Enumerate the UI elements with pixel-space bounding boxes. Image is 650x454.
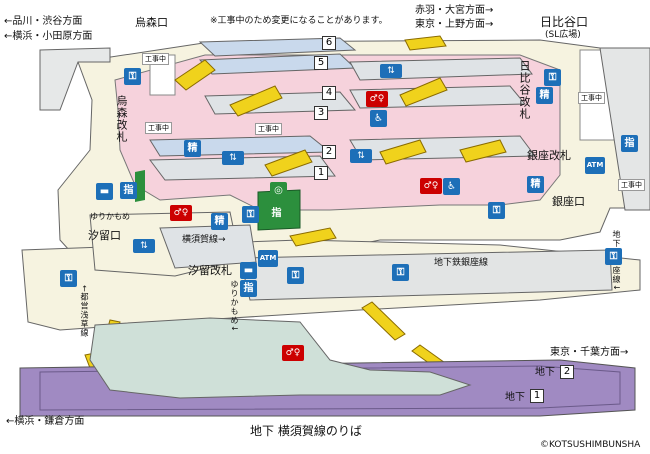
green-marker	[135, 170, 145, 202]
platform-6	[198, 37, 357, 57]
line-yurikamome-lower: ゆりかもめ↓	[230, 280, 239, 333]
escalator-i	[361, 301, 406, 341]
toilet-icon: ♂♀	[366, 91, 388, 107]
key-locker-icon: ⚿	[392, 264, 409, 281]
escalator-h	[289, 227, 337, 247]
phone-card-icon: ▬	[240, 262, 257, 279]
toilet-icon: ♂♀	[282, 345, 304, 361]
escalator-c	[404, 35, 447, 51]
atm-icon: ATM	[258, 250, 278, 267]
phone-card-icon: ▬	[96, 183, 113, 200]
center-block	[349, 85, 527, 109]
construction-label: 工事中	[255, 123, 282, 135]
green-window-icon: ◎	[270, 182, 287, 199]
exit-hibiya: 日比谷口	[540, 15, 589, 29]
line-yokosuka-gate: 横須賀線→	[182, 235, 226, 245]
direction-yokohama-odawara: ←横浜・小田原方面	[4, 31, 93, 42]
escalator-a	[174, 59, 216, 91]
key-locker-icon: ⚿	[605, 248, 622, 265]
exit-shiodome: 汐留口	[88, 229, 121, 242]
right-block	[349, 135, 536, 161]
underground-concourse	[89, 317, 472, 399]
construction-label: 工事中	[145, 122, 172, 134]
gate-hibiya: 日比谷改札	[518, 60, 531, 120]
shitei-icon: 指	[621, 135, 638, 152]
underground-platform-2: 2	[560, 365, 574, 379]
key-locker-icon: ⚿	[544, 69, 561, 86]
direction-yokohama-kamakura: ←横浜・鎌倉方面	[6, 416, 85, 427]
line-ginza: 地下鉄銀座線	[434, 258, 489, 268]
right-wall	[599, 47, 650, 211]
exit-hibiya-sub: (SL広場)	[545, 30, 581, 40]
direction-tokyo-chiba: 東京・千葉方面→	[550, 347, 629, 358]
elevator-icon: ⇅	[350, 149, 372, 163]
construction-label: 工事中	[142, 53, 169, 65]
underground-platform-title: 地下 横須賀線のりば	[250, 424, 362, 438]
platform-number-2: 2	[322, 145, 336, 159]
shitei-icon: 指	[268, 205, 285, 222]
exit-karasumori: 烏森口	[135, 16, 168, 29]
underground-label-2: 地下	[535, 367, 555, 378]
seisan-icon: 精	[184, 140, 201, 157]
line-yurikamome: ゆりかもめ	[90, 212, 130, 221]
gate-ginza: 銀座改札	[527, 149, 571, 162]
platform-number-1: 1	[314, 166, 328, 180]
gate-shiodome: 汐留改札	[188, 264, 232, 277]
line-asakusa: ←都営浅草線	[80, 285, 89, 338]
seisan-icon: 精	[536, 87, 553, 104]
seisan-icon: 精	[211, 213, 228, 230]
wheelchair-icon: ♿	[370, 110, 387, 127]
elevator-icon: ⇅	[222, 151, 244, 165]
escalator-f	[379, 139, 427, 165]
direction-akabane: 赤羽・大宮方面→	[415, 5, 494, 16]
escalator-e	[264, 149, 313, 177]
shitei-icon: 指	[240, 280, 257, 297]
elevator-icon: ⇅	[380, 64, 402, 78]
construction-label: 工事中	[618, 179, 645, 191]
toilet-icon: ♂♀	[170, 205, 192, 221]
escalator-d	[399, 77, 448, 107]
wheelchair-icon: ♿	[443, 178, 460, 195]
key-locker-icon: ⚿	[124, 68, 141, 85]
left-wall	[39, 47, 111, 111]
direction-tokyo-ueno: 東京・上野方面→	[415, 19, 494, 30]
platform-number-6: 6	[322, 36, 336, 50]
gate-ginza-label: 銀座改札	[527, 150, 571, 161]
key-locker-icon: ⚿	[287, 267, 304, 284]
key-locker-icon: ⚿	[488, 202, 505, 219]
atm-icon: ATM	[585, 157, 605, 174]
underground-label-1: 地下	[505, 392, 525, 403]
escalator-b	[229, 85, 283, 117]
platform-number-5: 5	[314, 56, 328, 70]
platform-number-4: 4	[322, 86, 336, 100]
escalator-g	[459, 139, 507, 163]
construction-notice: ※工事中のため変更になることがあります。	[210, 16, 388, 26]
construction-label: 工事中	[578, 92, 605, 104]
underground-platform-1: 1	[530, 389, 544, 403]
copyright: ©KOTSUSHIMBUNSHA	[540, 440, 641, 450]
platform-number-3: 3	[314, 106, 328, 120]
seisan-icon: 精	[527, 176, 544, 193]
gate-karasumori: 烏森改札	[115, 95, 128, 143]
direction-shinagawa: ←品川・渋谷方面	[4, 16, 83, 27]
toilet-icon: ♂♀	[420, 178, 442, 194]
exit-ginza: 銀座口	[552, 195, 585, 208]
elevator-icon: ⇅	[133, 239, 155, 253]
shitei-icon: 指	[120, 182, 137, 199]
key-locker-icon: ⚿	[60, 270, 77, 287]
key-locker-icon: ⚿	[242, 206, 259, 223]
